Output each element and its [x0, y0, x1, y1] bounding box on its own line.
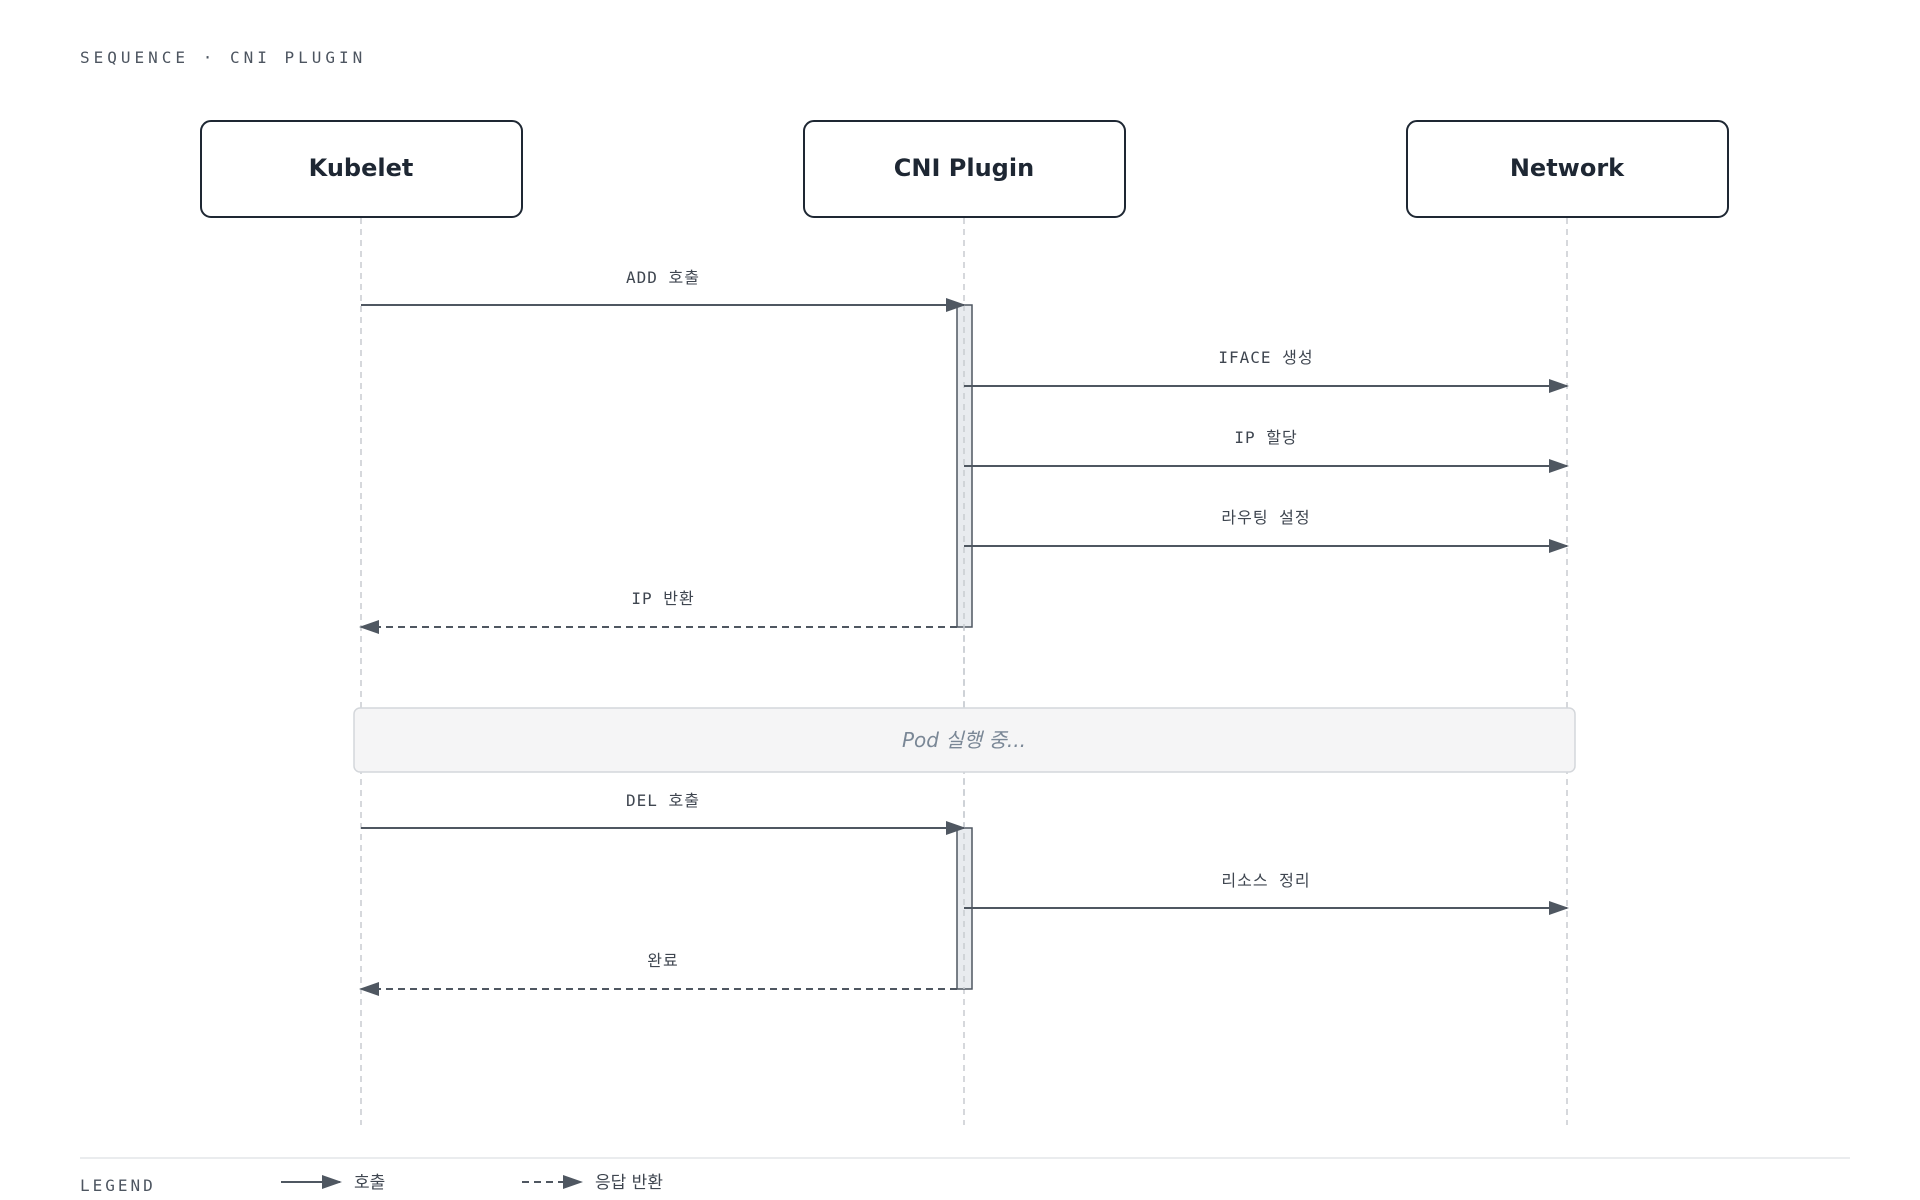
legend-return-label: 응답 반환 [595, 1173, 663, 1193]
legend-title: LEGEND [80, 1176, 156, 1195]
legend-call-label: 호출 [354, 1173, 386, 1193]
actor-cni-plugin-label: CNI Plugin [894, 154, 1034, 182]
actor-kubelet: Kubelet [200, 120, 523, 218]
diagram-title: SEQUENCE · CNI PLUGIN [80, 48, 367, 67]
message-ip-allocate: IP 할당 [964, 428, 1569, 473]
actor-cni-plugin: CNI Plugin [803, 120, 1126, 218]
message-resource-cleanup-label: 리소스 정리 [1221, 871, 1310, 890]
actor-network: Network [1406, 120, 1729, 218]
message-routing-setup-label: 라우팅 설정 [1221, 508, 1310, 527]
message-ip-return: IP 반환 [359, 589, 957, 634]
actor-network-label: Network [1510, 154, 1625, 182]
note-pod-running: Pod 실행 중... [353, 707, 1576, 773]
message-complete-return-label: 완료 [647, 951, 678, 970]
message-complete-return: 완료 [359, 951, 957, 996]
message-routing-setup: 라우팅 설정 [964, 508, 1569, 553]
actor-kubelet-label: Kubelet [309, 154, 414, 182]
message-del-call: DEL 호출 [361, 791, 966, 835]
message-iface-create-label: IFACE 생성 [1218, 348, 1313, 367]
message-add-call: ADD 호출 [361, 268, 966, 312]
message-resource-cleanup: 리소스 정리 [964, 871, 1569, 915]
message-ip-return-label: IP 반환 [631, 589, 694, 608]
message-iface-create: IFACE 생성 [964, 348, 1569, 393]
note-pod-running-label: Pod 실행 중... [902, 728, 1026, 752]
message-ip-allocate-label: IP 할당 [1234, 428, 1297, 447]
message-add-call-label: ADD 호출 [626, 268, 700, 287]
message-del-call-label: DEL 호출 [626, 791, 700, 810]
